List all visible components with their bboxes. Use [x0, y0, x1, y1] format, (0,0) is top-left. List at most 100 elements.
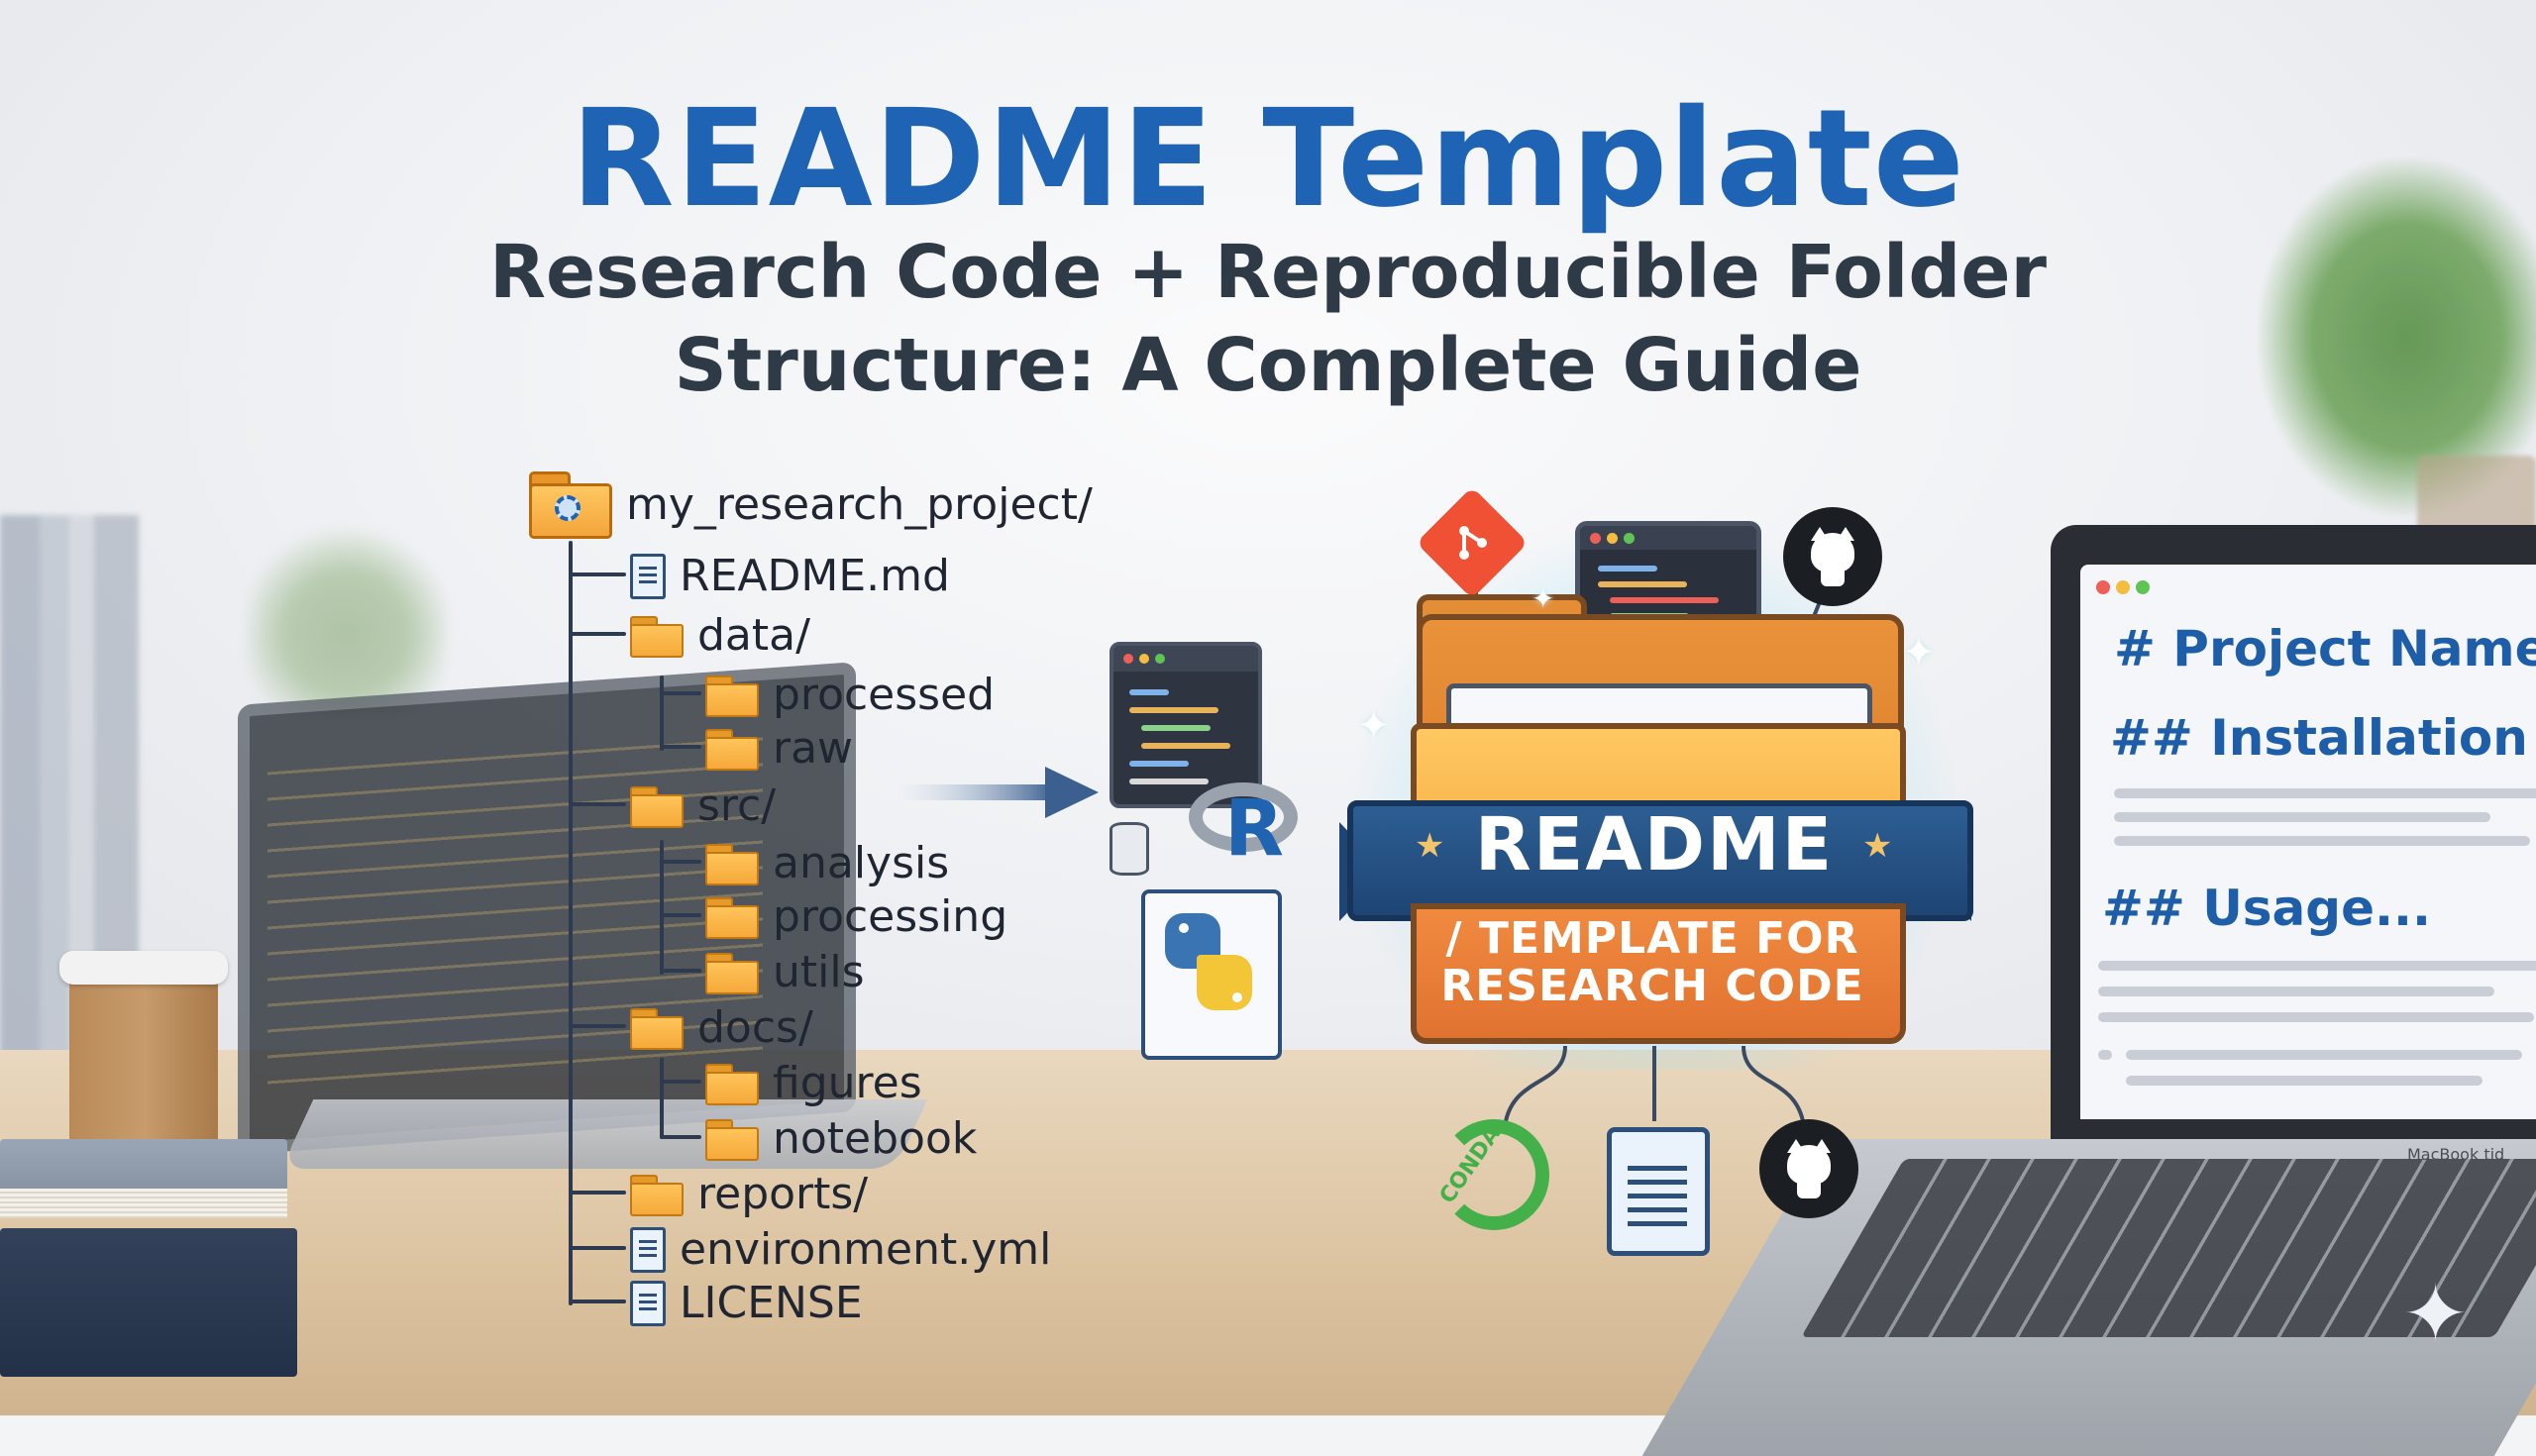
folder-icon — [630, 615, 684, 658]
coffee-cup-lid — [59, 951, 228, 985]
bottom-connectors — [1504, 1045, 1805, 1122]
badge-subtitle-line-1: / TEMPLATE FOR — [1445, 913, 1859, 964]
tree-item[interactable]: utils — [705, 947, 865, 997]
text-line — [2098, 1012, 2534, 1022]
tree-item[interactable]: figures — [705, 1058, 922, 1108]
tree-connector — [569, 1300, 626, 1303]
text-line — [2098, 961, 2536, 971]
tree-item-label: docs/ — [697, 1002, 813, 1053]
book-pages — [0, 1189, 287, 1218]
folder-icon — [705, 1063, 759, 1105]
folder-icon — [705, 843, 759, 885]
book-bottom — [0, 1228, 297, 1377]
tree-connector — [569, 1246, 626, 1250]
text-line — [2126, 1076, 2483, 1086]
tree-item[interactable]: data/ — [630, 610, 810, 661]
tree-connector — [569, 632, 626, 636]
tree-item-label: reports/ — [697, 1169, 869, 1219]
right-arrow-icon — [897, 767, 1099, 818]
tree-item[interactable]: LICENSE — [630, 1278, 863, 1328]
document-icon — [1607, 1127, 1710, 1256]
tree-item-label: src/ — [697, 780, 777, 831]
folder-icon — [705, 728, 759, 771]
tree-connector — [660, 969, 701, 973]
tree-item-label: README.md — [680, 551, 950, 601]
tree-connector — [660, 745, 701, 749]
tree-item[interactable]: processed — [705, 670, 995, 720]
laptop-brand-label: MacBook tid — [2407, 1145, 2505, 1164]
tree-item-label: LICENSE — [680, 1278, 863, 1328]
tree-connector — [660, 691, 701, 695]
tree-item-label: processing — [773, 891, 1008, 942]
tree-root-label: my_research_project/ — [626, 478, 1093, 530]
badge-title: README — [1474, 802, 1835, 887]
tree-item[interactable]: reports/ — [630, 1169, 868, 1219]
tree-branch-docs — [660, 1058, 664, 1139]
folder-icon — [705, 896, 759, 939]
star-icon: ★ — [1862, 826, 1893, 866]
tree-item-label: analysis — [773, 838, 950, 888]
coffee-cup — [69, 966, 218, 1164]
code-editor-icon — [1110, 642, 1262, 808]
sparkle-icon: ✦ — [1357, 703, 1391, 749]
tree-connector — [569, 1191, 626, 1195]
file-icon — [630, 1280, 666, 1326]
tree-item[interactable]: docs/ — [630, 1002, 813, 1053]
folder-icon — [705, 952, 759, 994]
badge-subtitle-box — [1411, 903, 1906, 1044]
r-logo-icon: R — [1185, 775, 1304, 874]
git-branch-glyph — [1459, 526, 1487, 560]
md-heading-usage: ## Usage... — [2102, 880, 2431, 937]
tree-item[interactable]: notebook — [705, 1113, 977, 1164]
file-icon — [630, 553, 666, 599]
badge-subtitle-line-2: RESEARCH CODE — [1440, 961, 1864, 1011]
tree-connector — [660, 913, 701, 917]
tree-item-label: raw — [773, 723, 854, 774]
page-title: README Template — [570, 81, 1965, 238]
tree-item-label: utils — [773, 947, 865, 997]
readme-ribbon — [1347, 800, 1973, 921]
md-heading-installation: ## Installation — [2110, 709, 2528, 767]
tree-root[interactable]: my_research_project/ — [529, 471, 1093, 539]
tree-item[interactable]: raw — [705, 723, 853, 774]
tree-trunk — [569, 541, 573, 1305]
tree-item-label: data/ — [697, 610, 810, 661]
tree-connector — [660, 860, 701, 864]
settings-folder-icon — [529, 471, 612, 539]
laptop-right: # Project Name ## Installation ## Usage.… — [1641, 525, 2536, 1456]
text-line — [2114, 836, 2530, 846]
folder-icon — [705, 1118, 759, 1161]
window-maximize-dot[interactable] — [2136, 580, 2150, 594]
star-icon: ★ — [1415, 826, 1445, 866]
gemini-sparkle-icon: ✦ — [2402, 1268, 2470, 1360]
tree-item-label: figures — [773, 1058, 922, 1108]
tree-connector — [569, 1024, 626, 1028]
subtitle-line-2: Structure: A Complete Guide — [674, 323, 1862, 408]
folder-icon — [705, 675, 759, 717]
window-minimize-dot[interactable] — [2116, 580, 2130, 594]
sparkle-icon: ✦ — [1532, 582, 1555, 615]
tree-item-label: environment.yml — [680, 1224, 1052, 1275]
window-close-dot[interactable] — [2096, 580, 2110, 594]
tree-item[interactable]: environment.yml — [630, 1224, 1051, 1275]
file-icon — [630, 1226, 666, 1273]
bullet — [2098, 1050, 2112, 1060]
tree-item[interactable]: src/ — [630, 780, 776, 831]
text-line — [2114, 788, 2536, 798]
tree-item-label: notebook — [773, 1113, 978, 1164]
subtitle-line-1: Research Code + Reproducible Folder — [488, 230, 2048, 315]
background-plant-left — [248, 515, 446, 713]
tree-connector — [660, 1080, 701, 1084]
github-icon — [1783, 507, 1882, 606]
github-icon — [1759, 1119, 1858, 1218]
text-line — [2114, 812, 2490, 822]
tree-item[interactable]: README.md — [630, 551, 950, 601]
tree-item-label: processed — [773, 670, 996, 720]
database-icon — [1110, 822, 1149, 876]
tree-item[interactable]: processing — [705, 891, 1007, 942]
text-line — [2098, 987, 2494, 996]
sparkle-icon: ✦ — [1902, 630, 1936, 676]
tree-item[interactable]: analysis — [705, 838, 949, 888]
folder-icon — [630, 1007, 684, 1050]
folder-icon — [630, 1174, 684, 1216]
